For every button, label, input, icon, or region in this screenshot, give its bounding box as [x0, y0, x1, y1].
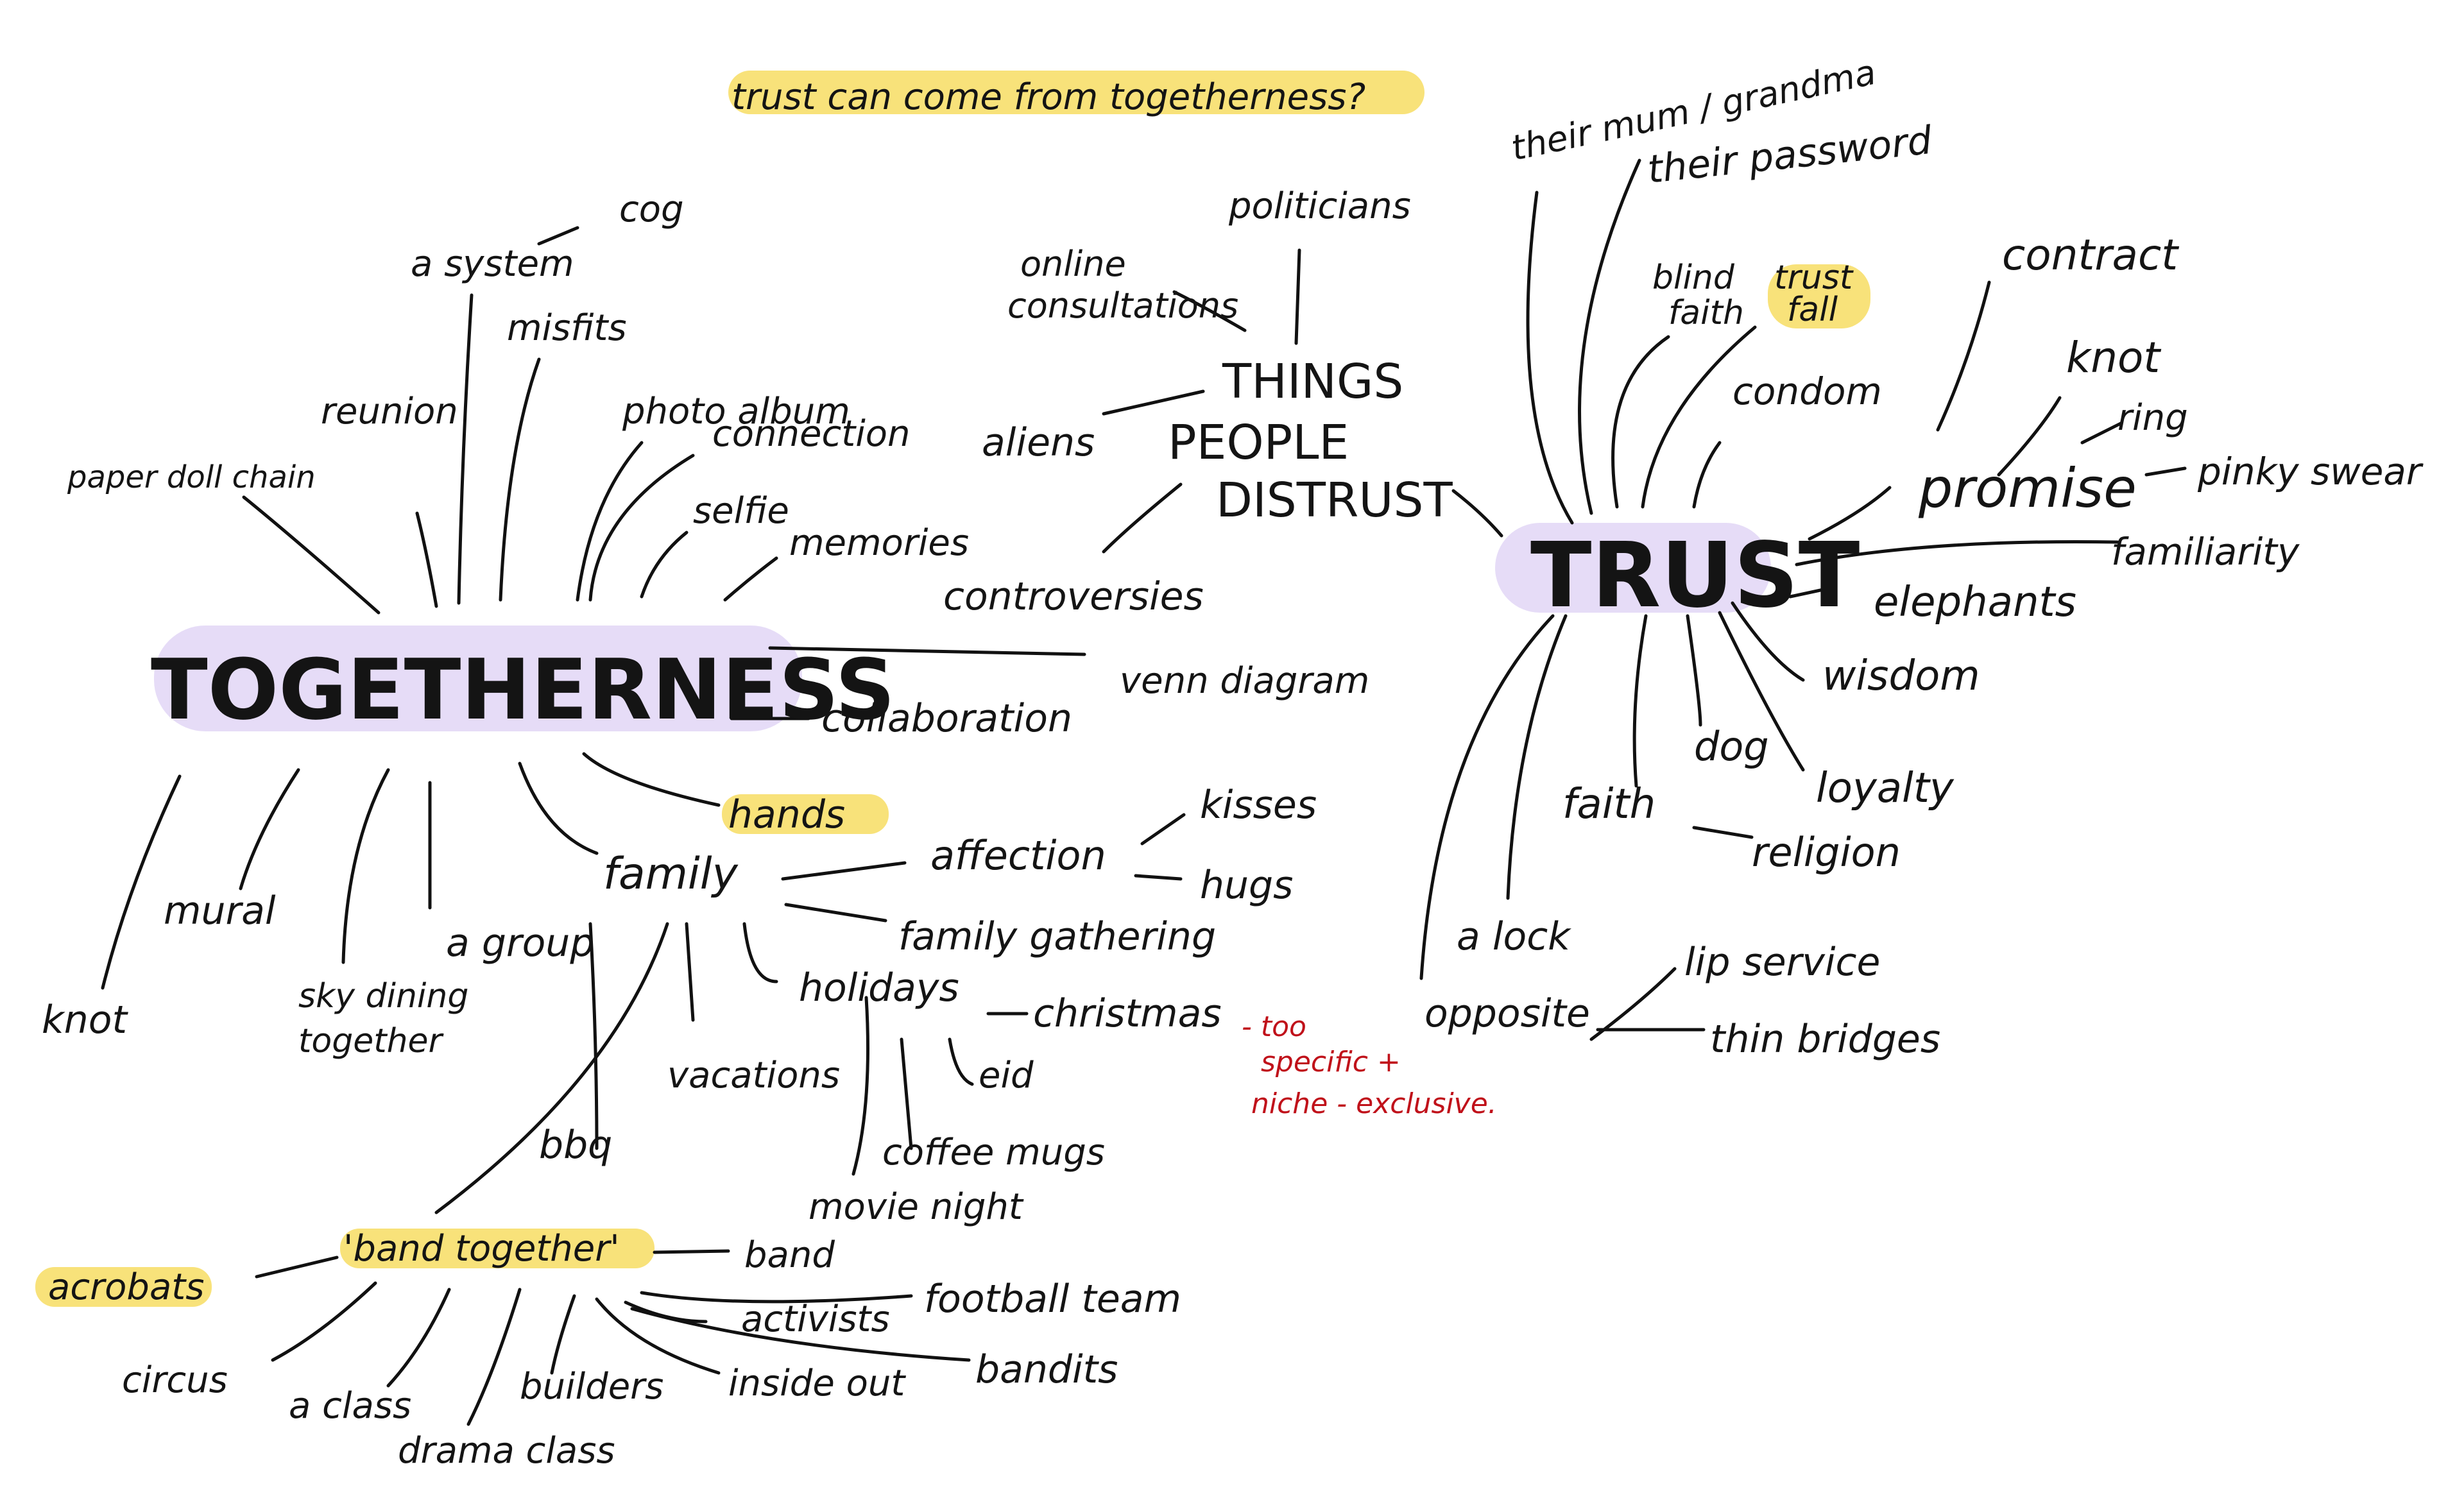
idea-drama-class: drama class: [398, 1430, 615, 1472]
idea-blind-faith: faith: [1668, 294, 1744, 332]
idea-trust-knot: knot: [2066, 333, 2161, 382]
idea-bandits: bandits: [975, 1347, 1118, 1392]
idea-connection: connection: [712, 413, 911, 455]
idea-a-class: a class: [289, 1385, 411, 1427]
trust-title: TRUST: [1530, 523, 1860, 628]
header-question: trust can come from togetherness?: [732, 76, 1365, 118]
idea-collaboration: collaboration: [821, 696, 1072, 741]
idea-loyalty: loyalty: [1816, 765, 1955, 812]
band-together-title: 'band together': [343, 1228, 620, 1270]
idea-venn-diagram: venn diagram: [1120, 660, 1369, 702]
idea-christmas: christmas: [1033, 991, 1222, 1036]
side-note-line-1: - too: [1242, 1010, 1306, 1043]
idea-paper-doll-chain: paper doll chain: [67, 459, 316, 495]
header-highlight: [728, 71, 1425, 114]
distrust-title-line-1: THINGS: [1222, 354, 1403, 409]
idea-knot: knot: [42, 998, 128, 1043]
side-note-line-3: niche - exclusive.: [1251, 1087, 1497, 1120]
idea-family: family: [603, 849, 739, 899]
idea-elephants: elephants: [1874, 579, 2076, 626]
distrust-title-line-2: PEOPLE: [1168, 415, 1349, 470]
idea-family-gathering: family gathering: [898, 914, 1216, 959]
idea-religion: religion: [1752, 829, 1901, 876]
idea-dog: dog: [1694, 723, 1769, 770]
idea-photo-album: photo album: [622, 391, 850, 432]
idea-controversies: controversies: [943, 574, 1204, 619]
idea-vacations: vacations: [667, 1055, 840, 1096]
idea-hands: hands: [728, 792, 845, 837]
idea-ring: ring: [2118, 397, 2188, 439]
idea-politicians: politicians: [1228, 185, 1411, 227]
idea-circus: circus: [122, 1359, 228, 1401]
idea-selfie: selfie: [693, 490, 789, 532]
trust-fall-highlight: [1768, 264, 1870, 328]
idea-movie-night: movie night: [809, 1186, 1024, 1228]
idea-a-system: a system: [411, 243, 574, 285]
idea-reunion: reunion: [321, 391, 458, 432]
idea-eid: eid: [979, 1055, 1034, 1096]
idea-faith: faith: [1562, 781, 1656, 828]
highlights: [35, 71, 1870, 1307]
band-together-highlight: [340, 1229, 654, 1268]
idea-hugs: hugs: [1200, 863, 1293, 908]
idea-opposite: opposite: [1425, 991, 1590, 1036]
idea-affection: affection: [930, 832, 1106, 879]
idea-band: band: [744, 1234, 835, 1276]
idea-builders: builders: [520, 1366, 663, 1408]
idea-trust-fall-trust: trust: [1774, 259, 1854, 297]
idea-holidays: holidays: [799, 966, 959, 1010]
idea-a-lock: a lock: [1457, 914, 1571, 959]
idea-blind: blind: [1652, 259, 1735, 297]
idea-wisdom: wisdom: [1822, 652, 1980, 700]
distrust-title-line-3: DISTRUST: [1216, 473, 1453, 528]
side-note-line-2: specific +: [1261, 1046, 1401, 1078]
togetherness-highlight: [154, 626, 802, 731]
idea-bbq: bbq: [539, 1123, 612, 1168]
idea-lip-service: lip service: [1684, 940, 1880, 985]
idea-aliens: aliens: [982, 420, 1095, 465]
idea-misfits: misfits: [507, 307, 627, 349]
idea-thin-bridges: thin bridges: [1710, 1017, 1940, 1062]
idea-online: online: [1020, 244, 1126, 284]
idea-inside-out: inside out: [728, 1363, 906, 1404]
idea-consultations: consultations: [1007, 285, 1238, 326]
connector-lines: [101, 158, 2187, 1426]
idea-football-team: football team: [924, 1277, 1181, 1322]
idea-cog: cog: [619, 189, 684, 230]
idea-kisses: kisses: [1200, 783, 1317, 828]
idea-trust-fall-fall: fall: [1787, 291, 1838, 329]
idea-sky-dining: sky dining: [298, 977, 468, 1016]
idea-contract: contract: [2002, 230, 2179, 280]
idea-acrobats: acrobats: [48, 1266, 204, 1308]
idea-coffee-mugs: coffee mugs: [882, 1132, 1105, 1173]
acrobats-highlight: [35, 1267, 212, 1307]
idea-familiarity: familiarity: [2111, 530, 2300, 574]
idea-promise: promise: [1918, 457, 2137, 520]
idea-sky-dining-together: together: [298, 1022, 445, 1060]
idea-condom: condom: [1733, 370, 1882, 413]
idea-memories: memories: [789, 522, 969, 564]
idea-pinky-swear: pinky swear: [2197, 450, 2424, 493]
idea-activists: activists: [741, 1298, 890, 1340]
idea-mural: mural: [164, 889, 276, 933]
togetherness-title: TOGETHERNESS: [151, 641, 895, 738]
hands-highlight: [722, 794, 889, 834]
idea-a-group: a group: [446, 921, 594, 966]
trust-highlight: [1495, 523, 1771, 613]
